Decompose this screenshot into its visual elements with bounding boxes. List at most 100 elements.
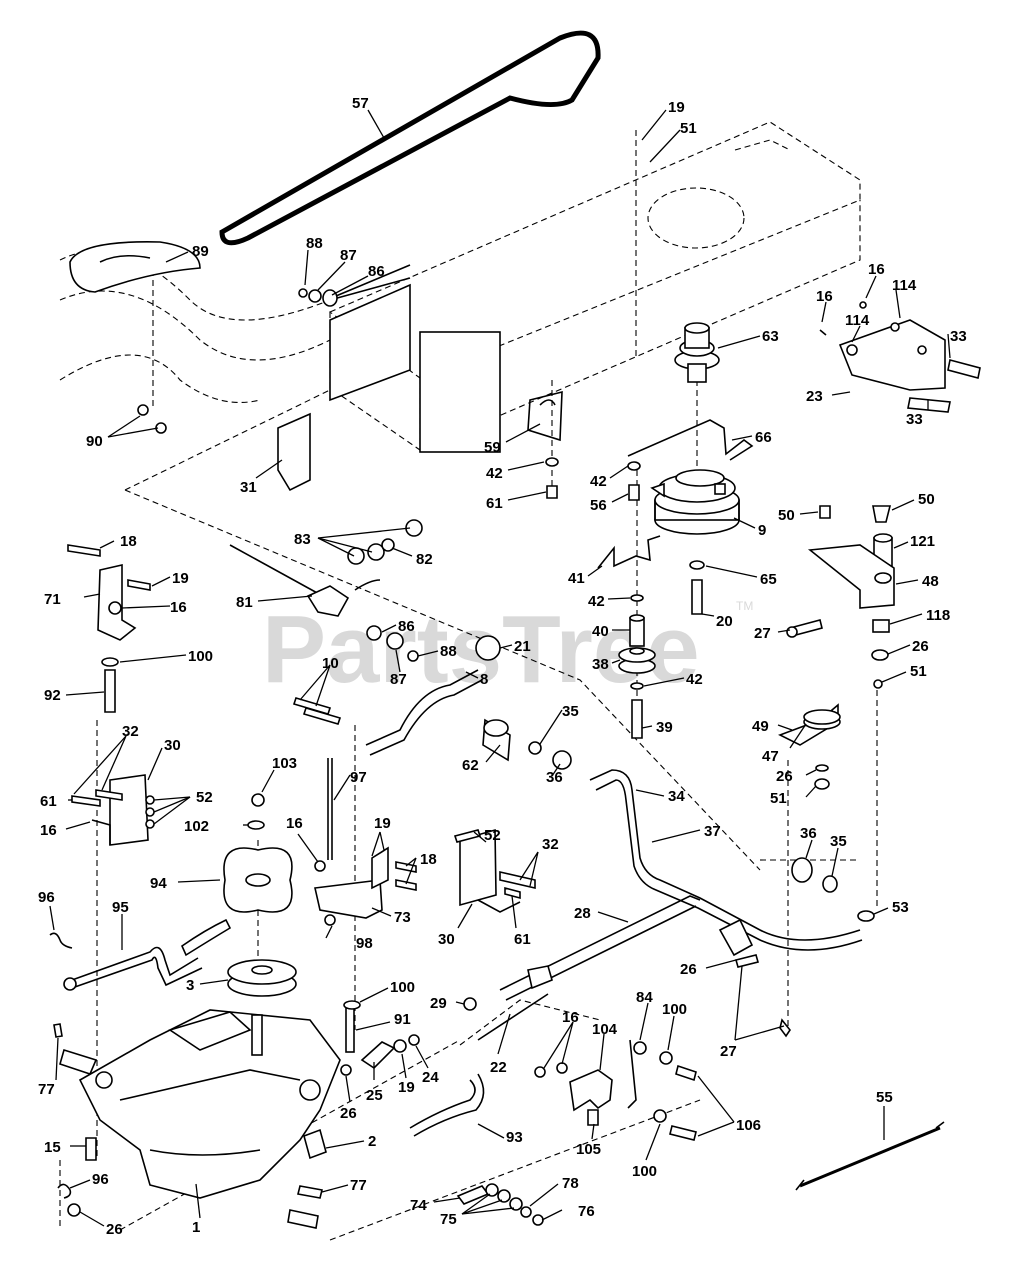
clip-96-bottom[interactable] bbox=[57, 1183, 81, 1217]
label-1: 1 bbox=[192, 1219, 200, 1236]
pulley-3[interactable] bbox=[227, 959, 297, 997]
label-96: 96 bbox=[92, 1171, 109, 1188]
label-15: 15 bbox=[44, 1139, 61, 1156]
label-102: 102 bbox=[184, 818, 209, 835]
drive-belt[interactable] bbox=[219, 30, 601, 246]
bar-34[interactable] bbox=[589, 769, 875, 951]
link-84[interactable] bbox=[627, 1039, 647, 1109]
clip-96[interactable] bbox=[49, 932, 73, 949]
rod-28[interactable] bbox=[499, 895, 701, 1001]
bolts-100-106[interactable] bbox=[653, 1051, 697, 1141]
bushing-62-washer-35-36[interactable] bbox=[482, 718, 572, 770]
belt-guide-41[interactable] bbox=[597, 535, 661, 569]
rod-97[interactable] bbox=[327, 758, 333, 860]
bracket-71[interactable] bbox=[67, 544, 151, 641]
spacer-40-pulley-38[interactable] bbox=[618, 594, 656, 674]
bolt-39-washer-42[interactable] bbox=[630, 682, 644, 739]
seat-pan[interactable] bbox=[69, 241, 201, 293]
fan-94[interactable] bbox=[223, 847, 293, 913]
bracket-49-pulley-47[interactable] bbox=[778, 703, 841, 790]
label-42: 42 bbox=[590, 473, 607, 490]
label-29: 29 bbox=[430, 995, 447, 1012]
label-41: 41 bbox=[568, 570, 585, 587]
bracket-27-pivot[interactable] bbox=[718, 918, 791, 1038]
label-36: 36 bbox=[800, 825, 817, 842]
bracket-30-right[interactable] bbox=[453, 828, 536, 913]
label-77: 77 bbox=[350, 1177, 367, 1194]
label-56: 56 bbox=[590, 497, 607, 514]
label-19: 19 bbox=[374, 815, 391, 832]
belt-guide-59[interactable] bbox=[527, 390, 563, 442]
spring-91-25[interactable] bbox=[340, 1000, 420, 1076]
bolts-10[interactable] bbox=[292, 697, 342, 725]
bolt-20-washer-65[interactable] bbox=[689, 560, 705, 615]
pulley-63[interactable] bbox=[674, 322, 720, 383]
label-26: 26 bbox=[106, 1221, 123, 1238]
hardware-74-75-78-76[interactable] bbox=[456, 1183, 544, 1226]
label-94: 94 bbox=[150, 875, 167, 892]
watermark-tm: TM bbox=[736, 599, 753, 613]
label-100: 100 bbox=[188, 648, 213, 665]
label-63: 63 bbox=[762, 328, 779, 345]
spacer-121-bracket-48[interactable] bbox=[807, 533, 895, 609]
washer-100-bolt-92[interactable] bbox=[101, 657, 119, 713]
shoulder-bolt-bracket[interactable] bbox=[329, 277, 501, 453]
washers-42-61[interactable] bbox=[545, 457, 641, 501]
label-100: 100 bbox=[390, 979, 415, 996]
label-51: 51 bbox=[680, 120, 697, 137]
label-26: 26 bbox=[776, 768, 793, 785]
bracket-23[interactable] bbox=[819, 301, 981, 413]
label-95: 95 bbox=[112, 899, 129, 916]
label-104: 104 bbox=[592, 1021, 618, 1038]
clutch-9[interactable] bbox=[650, 469, 740, 535]
label-32: 32 bbox=[122, 723, 139, 740]
label-16: 16 bbox=[170, 599, 187, 616]
label-32: 32 bbox=[542, 836, 559, 853]
label-16: 16 bbox=[40, 822, 57, 839]
label-74: 74 bbox=[410, 1197, 427, 1214]
nuts-90[interactable] bbox=[137, 404, 167, 434]
bracket-30-left[interactable] bbox=[71, 774, 155, 846]
callout-labels: 57 19 51 89 88 87 86 16 16 114 114 33 63… bbox=[38, 95, 967, 1238]
label-23: 23 bbox=[806, 388, 823, 405]
label-3: 3 bbox=[186, 977, 194, 994]
guard-31[interactable] bbox=[277, 412, 311, 492]
shaft-8[interactable] bbox=[365, 635, 501, 756]
rod-81[interactable] bbox=[229, 519, 423, 617]
spacer-118-washer-26-nut-51[interactable] bbox=[871, 619, 890, 689]
label-114: 114 bbox=[892, 277, 917, 294]
bracket-104-105[interactable] bbox=[534, 1062, 613, 1126]
label-82: 82 bbox=[416, 551, 433, 568]
label-106: 106 bbox=[736, 1117, 761, 1134]
label-81: 81 bbox=[236, 594, 253, 611]
label-28: 28 bbox=[574, 905, 591, 922]
label-84: 84 bbox=[636, 989, 653, 1006]
bolt-15[interactable] bbox=[85, 1137, 97, 1161]
label-114: 114 bbox=[845, 312, 870, 329]
spring-55[interactable] bbox=[795, 1121, 945, 1191]
pin-77-left[interactable] bbox=[53, 1023, 63, 1038]
label-27: 27 bbox=[754, 625, 771, 642]
label-51: 51 bbox=[770, 790, 787, 807]
bolt-50[interactable] bbox=[819, 505, 892, 523]
label-59: 59 bbox=[484, 439, 501, 456]
label-52: 52 bbox=[196, 789, 213, 806]
label-31: 31 bbox=[240, 479, 257, 496]
label-34: 34 bbox=[668, 788, 685, 805]
label-100: 100 bbox=[632, 1163, 657, 1180]
belt-guide-66[interactable] bbox=[627, 419, 754, 461]
label-8: 8 bbox=[480, 671, 488, 688]
pin-77-bottom[interactable] bbox=[297, 1185, 323, 1199]
nut-103-washer-102[interactable] bbox=[247, 793, 265, 830]
washers-36-35-right[interactable] bbox=[791, 857, 838, 893]
transaxle-1[interactable] bbox=[59, 1009, 341, 1229]
bolt-27[interactable] bbox=[786, 619, 823, 638]
hose-93[interactable] bbox=[409, 1073, 485, 1137]
label-53: 53 bbox=[892, 899, 909, 916]
spring-2[interactable] bbox=[303, 1128, 327, 1160]
label-16: 16 bbox=[562, 1009, 579, 1026]
bracket-73[interactable] bbox=[314, 846, 417, 926]
shaft-95[interactable] bbox=[63, 918, 232, 991]
label-25: 25 bbox=[366, 1087, 383, 1104]
washers-86-87-88[interactable] bbox=[366, 625, 419, 662]
